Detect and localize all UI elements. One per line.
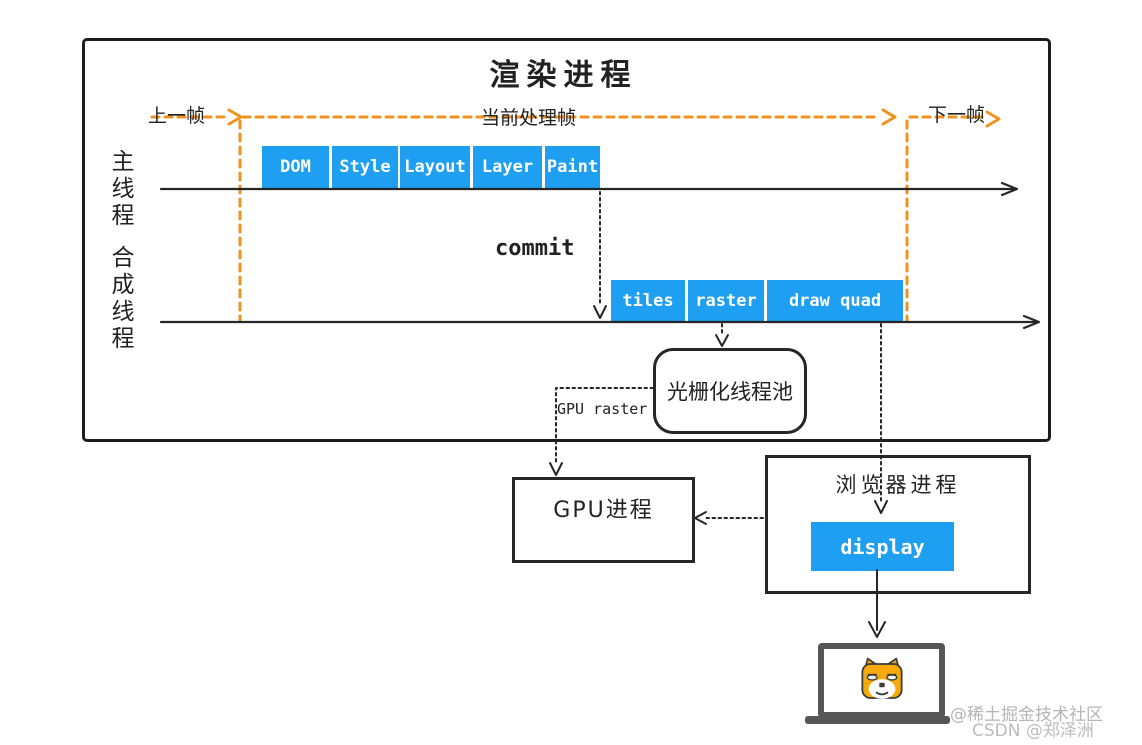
stage-paint: Paint [545,146,600,188]
next-frame-label: 下一帧 [928,104,986,126]
laptop-base [805,716,950,724]
stage-layout: Layout [400,146,470,188]
stage-layer: Layer [473,146,542,188]
display-button: display [811,522,954,571]
main-thread-label: 主线程 [107,149,133,230]
raster-thread-pool-label: 光栅化线程池 [667,380,793,404]
laptop-icon [818,643,945,718]
watermark-juejin: @稀土掘金技术社区 [950,705,1103,725]
prev-frame-label: 上一帧 [148,105,206,127]
render-process-title: 渲染进程 [489,58,638,93]
pixel-shiba-dog-icon [860,657,903,699]
watermark-csdn: CSDN @郑泽洲 [972,721,1094,741]
gpu-raster-label: GPU raster [557,400,648,418]
stage-style: Style [332,146,398,188]
browser-process-box: 浏览器进程 display [765,455,1031,594]
stage-tiles: tiles [611,280,685,321]
browser-process-label: 浏览器进程 [835,473,961,497]
raster-thread-pool-box: 光栅化线程池 [653,348,807,434]
gpu-process-box: GPU进程 [512,477,695,563]
current-frame-label: 当前处理帧 [481,107,577,129]
stage-dom: DOM [262,146,329,188]
gpu-process-label: GPU进程 [553,498,654,523]
stage-draw-quad: draw quad [767,280,903,321]
compositor-thread-label: 合成线程 [107,245,133,353]
stage-raster: raster [688,280,764,321]
commit-label: commit [495,236,575,261]
